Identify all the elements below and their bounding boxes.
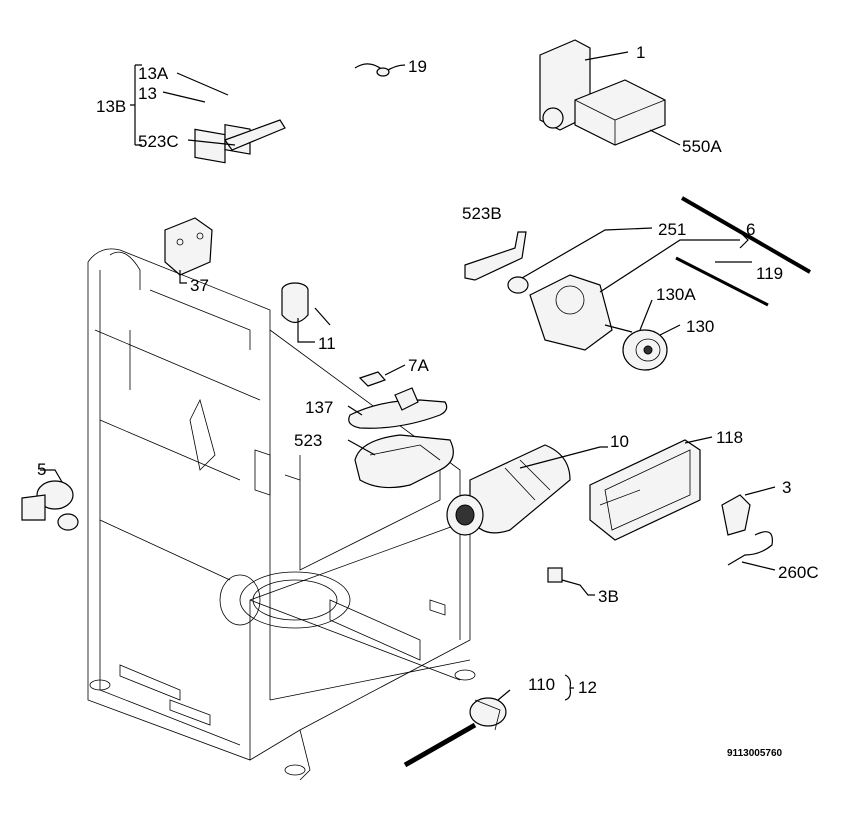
label-13A: 13A [138,64,169,83]
label-118: 118 [716,428,743,447]
dishwasher-frame [87,248,476,781]
part-7A-clip [358,364,406,387]
drawing-number: 9113005760 [727,748,783,759]
label-130: 130 [686,317,714,336]
label-523C: 523C [138,132,179,151]
part-12-thermostat [403,674,574,768]
part-5-valve [21,469,79,531]
label-5: 5 [37,460,46,479]
label-19: 19 [408,57,427,76]
label-10: 10 [610,432,629,451]
part-251-plug [507,227,653,294]
label-3: 3 [782,478,791,497]
label-3B: 3B [598,587,619,606]
label-11: 11 [318,334,336,353]
part-523B-bracket [464,231,527,281]
label-13B: 13B [96,97,126,116]
label-37: 37 [190,276,209,295]
part-3-switch [721,486,776,536]
part-11-capacitor [281,282,331,343]
part-523-housing [347,434,454,489]
part-130-impeller [622,299,681,371]
label-6: 6 [746,220,755,239]
label-523: 523 [294,431,322,450]
label-1: 1 [636,43,645,62]
label-137: 137 [305,398,333,417]
label-13: 13 [138,84,157,103]
label-12: 12 [578,678,597,697]
relay-assembly-13 [130,64,286,164]
label-251: 251 [658,220,686,239]
part-3B-connector [547,567,595,596]
label-550A: 550A [682,137,722,156]
label-110: 110 [528,675,555,694]
part-10-sump [446,444,608,536]
part-550A-box [574,79,681,146]
label-130A: 130A [656,285,696,304]
part-19 [354,63,406,77]
label-7A: 7A [408,356,429,375]
part-119-line [675,256,769,307]
part-260C-clip [727,531,776,571]
part-118-dispenser [589,436,713,541]
label-119: 119 [756,264,783,283]
label-260C: 260C [778,563,819,582]
part-37-block [164,217,213,284]
label-523B: 523B [462,204,502,223]
part-137-cover [347,387,448,429]
part-6-pump-motor [529,196,812,351]
